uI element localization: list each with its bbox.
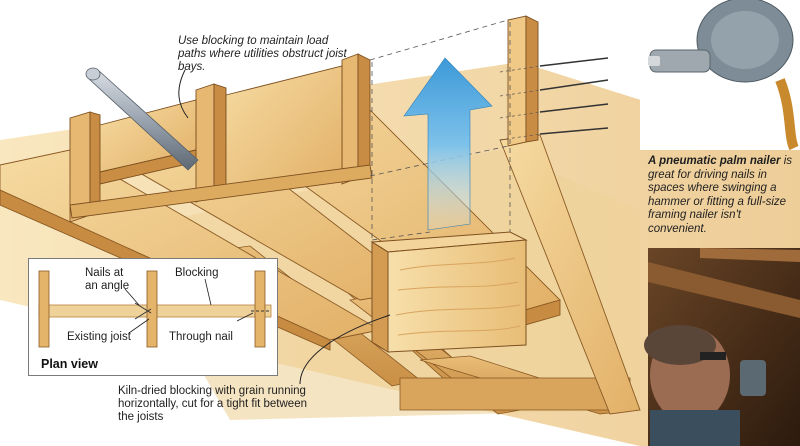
plan-view-inset: Nails at an angle Blocking Existing jois… [28, 258, 278, 376]
nail-guides [499, 65, 541, 141]
airflow-arrow [403, 57, 493, 231]
dashed-guides [369, 19, 511, 241]
utility-pipe [85, 67, 199, 171]
plan-label-blocking: Blocking [175, 267, 219, 279]
plan-label-nails-angle-2: an angle [85, 280, 130, 292]
plan-label-through-nail: Through nail [169, 331, 233, 343]
leader-lines [178, 69, 391, 385]
upright-joists [69, 15, 539, 223]
plan-label-existing-joist: Existing joist [67, 331, 131, 343]
nailer-caption-rest: is great for driving nails in spaces whe… [648, 155, 792, 235]
plan-label-nails-angle-1: Nails at [85, 267, 124, 279]
callout-kiln-dried-blocking: Kiln-dried blocking with grain running h… [118, 385, 307, 423]
nailer-photo [640, 0, 800, 151]
plan-view-title: Plan view [41, 357, 98, 371]
nailer-caption: A pneumatic palm nailer is great for dri… [648, 155, 796, 236]
callout-utilities: Use blocking to maintain load paths wher… [178, 35, 347, 73]
kiln-dried-block [370, 231, 528, 353]
nailer-caption-bold: A pneumatic palm nailer [648, 155, 781, 167]
worker-photo [644, 248, 800, 446]
nails [539, 57, 609, 135]
plan-view-drawing [38, 270, 272, 348]
